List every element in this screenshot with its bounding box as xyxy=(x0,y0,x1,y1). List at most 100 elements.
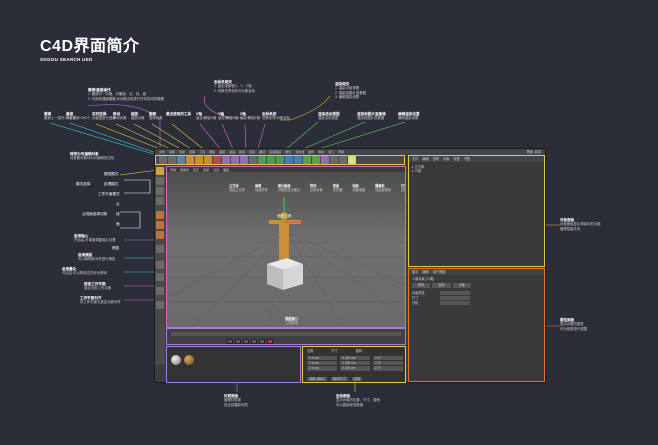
subdivision-icon[interactable] xyxy=(303,156,311,164)
convert-editable-icon[interactable] xyxy=(156,167,164,175)
menu-item[interactable]: 脚本 xyxy=(318,150,325,154)
x-axis-icon[interactable] xyxy=(222,156,230,164)
attribute-panel-tab[interactable]: 用户数据 xyxy=(432,270,446,274)
attribute-field-input[interactable] xyxy=(440,295,470,300)
live-select-icon[interactable] xyxy=(177,156,185,164)
menu-item[interactable]: 创建 xyxy=(179,150,186,154)
coord-field[interactable]: X 0° xyxy=(373,356,403,361)
coord-field[interactable]: Z 0 cm xyxy=(307,366,337,371)
coord-field[interactable]: X 200 cm xyxy=(340,356,370,361)
workplane-mode-icon[interactable] xyxy=(156,197,164,205)
viewport-menu-item[interactable]: 选项 xyxy=(203,167,210,172)
render-settings-icon[interactable] xyxy=(276,156,284,164)
material-ball-icon[interactable] xyxy=(171,355,181,365)
menu-item[interactable]: 文件 xyxy=(159,150,166,154)
record-icon[interactable] xyxy=(267,339,273,344)
viewport-menu-item[interactable]: 查看 xyxy=(170,167,177,172)
object-list-item[interactable]: ▸ 人偶 xyxy=(412,169,421,174)
enable-axis-icon[interactable] xyxy=(156,245,164,253)
material-ball-icon[interactable] xyxy=(184,355,194,365)
coord-header[interactable]: 尺寸 xyxy=(331,349,338,353)
render-picture-icon[interactable] xyxy=(267,156,275,164)
object-panel-tab[interactable]: 查看 xyxy=(432,157,440,161)
timeline[interactable] xyxy=(166,328,406,345)
menu-item[interactable]: 选择 xyxy=(189,150,196,154)
viewport[interactable]: 查看摄像机显示选项过滤面板 立方体创建立方体画笔创建样 xyxy=(166,166,406,328)
object-list-item[interactable]: ▸ 立方体 xyxy=(412,165,425,170)
texture-mode-icon[interactable] xyxy=(156,187,164,195)
pen-icon[interactable] xyxy=(294,156,302,164)
bend-icon[interactable] xyxy=(321,156,329,164)
align-workplane-icon[interactable] xyxy=(156,301,164,309)
cube-object[interactable] xyxy=(267,258,303,290)
menu-item[interactable]: 帮助 xyxy=(338,150,345,154)
menu-item[interactable]: 窗口 xyxy=(328,150,335,154)
menu-item[interactable]: 流水线 xyxy=(295,150,305,154)
timeline-track[interactable] xyxy=(171,332,401,336)
menu-item[interactable]: 动画 xyxy=(229,150,236,154)
attribute-panel-tab[interactable]: 编辑 xyxy=(422,270,429,274)
prev-frame-icon[interactable] xyxy=(235,339,241,344)
recent-tool-icon[interactable] xyxy=(213,156,221,164)
menu-item[interactable]: 模拟 xyxy=(239,150,246,154)
coord-field[interactable]: Z 200 cm xyxy=(340,366,370,371)
array-icon[interactable] xyxy=(312,156,320,164)
object-panel-tab[interactable]: 文件 xyxy=(412,157,419,161)
attribute-field-input[interactable] xyxy=(440,290,470,295)
menu-item[interactable]: 角色 xyxy=(285,150,292,154)
coord-header[interactable]: 位置 xyxy=(307,349,314,353)
object-panel-tab[interactable]: 对象 xyxy=(443,157,450,161)
coord-field[interactable]: Y 0 cm xyxy=(307,361,337,366)
object-panel-tab[interactable]: 书签 xyxy=(463,157,471,161)
menu-item[interactable]: 网格 xyxy=(209,150,216,154)
undo-icon[interactable] xyxy=(159,156,167,164)
viewport-menu-item[interactable]: 显示 xyxy=(193,167,200,172)
rotate-icon[interactable] xyxy=(204,156,212,164)
redo-icon[interactable] xyxy=(168,156,176,164)
viewport-menu-item[interactable]: 摄像机 xyxy=(180,167,190,172)
play-icon[interactable] xyxy=(243,339,249,344)
model-mode-icon[interactable] xyxy=(156,177,164,185)
figure-object[interactable] xyxy=(269,197,307,260)
first-frame-icon[interactable] xyxy=(227,339,233,344)
point-mode-icon[interactable] xyxy=(156,211,164,219)
menu-item[interactable]: 工具 xyxy=(199,150,206,154)
z-axis-icon[interactable] xyxy=(240,156,248,164)
coord-header[interactable]: 旋转 xyxy=(355,349,363,353)
attribute-field-input[interactable] xyxy=(440,301,470,306)
object-panel-tab[interactable]: 标签 xyxy=(453,157,460,161)
coord-button[interactable]: 应用 xyxy=(351,377,362,382)
viewport-menu-item[interactable]: 过滤 xyxy=(213,167,220,172)
lock-workplane-icon[interactable] xyxy=(156,287,164,295)
attribute-subtab[interactable]: 坐标 xyxy=(432,283,451,288)
floor-icon[interactable] xyxy=(330,156,338,164)
menu-item[interactable]: 运动跟踪 xyxy=(269,150,282,154)
snap-icon[interactable] xyxy=(156,261,164,269)
attribute-subtab[interactable]: 对象 xyxy=(452,283,472,288)
menu-item[interactable]: 雕刻 xyxy=(259,150,266,154)
coord-button[interactable]: 对象 (相对) xyxy=(307,377,327,382)
menu-item[interactable]: 捕捉 xyxy=(219,150,226,154)
last-frame-icon[interactable] xyxy=(259,339,265,344)
coord-field[interactable]: Y 0° xyxy=(373,361,403,366)
layout-selector[interactable]: 界面: 启动 xyxy=(526,150,541,154)
render-view-icon[interactable] xyxy=(258,156,266,164)
attribute-panel-tab[interactable]: 模式 xyxy=(412,270,419,274)
object-panel-tab[interactable]: 编辑 xyxy=(422,157,429,161)
coord-button[interactable]: 绝对尺寸 xyxy=(330,377,348,382)
polygon-mode-icon[interactable] xyxy=(156,231,164,239)
menu-item[interactable]: 渲染 xyxy=(249,150,256,154)
menu-item[interactable]: 编辑 xyxy=(169,150,176,154)
coord-field[interactable]: Y 200 cm xyxy=(340,361,370,366)
camera-icon[interactable] xyxy=(339,156,347,164)
coord-field[interactable]: X 0 cm xyxy=(307,356,337,361)
scale-icon[interactable] xyxy=(195,156,203,164)
next-frame-icon[interactable] xyxy=(251,339,257,344)
viewport-menu-item[interactable]: 面板 xyxy=(223,167,230,172)
attribute-subtab[interactable]: 基本 xyxy=(412,283,431,288)
coord-system-icon[interactable] xyxy=(249,156,257,164)
quantize-icon[interactable] xyxy=(156,273,164,281)
menu-item[interactable]: 插件 xyxy=(308,150,315,154)
coord-field[interactable]: Z 0° xyxy=(373,366,403,371)
y-axis-icon[interactable] xyxy=(231,156,239,164)
